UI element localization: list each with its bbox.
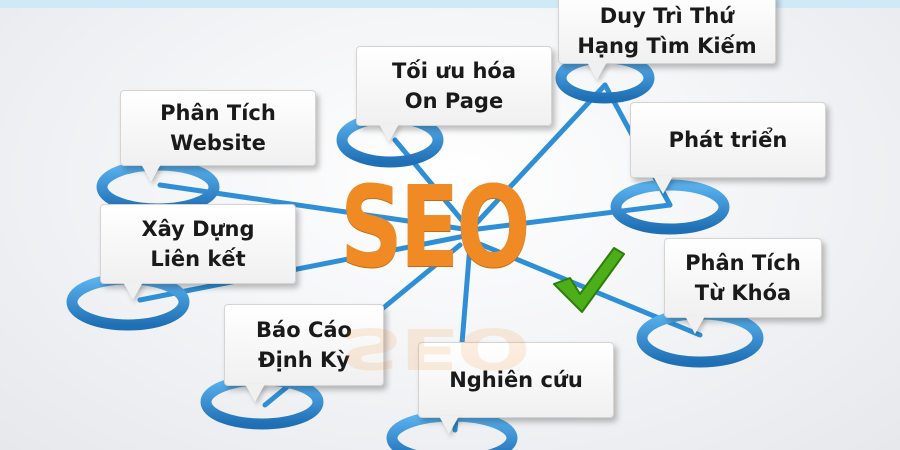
callout-tail [379,124,399,142]
connector-line [137,232,473,303]
topic-callout-toi-uu-hoa-on-page: Tối ưu hóa On Page [356,46,552,142]
topic-label: Phát triển [668,128,788,152]
topic-label: Xây Dựng Liên kết [141,217,255,271]
callout-tail [439,416,459,434]
topic-label: Duy Trì Thứ Hạng Tìm Kiếm [577,4,757,58]
top-accent-bar [0,0,900,8]
topic-callout-bao-cao-dinh-ky: Báo Cáo Định Kỳ [224,304,384,402]
seo-text: SEO [340,163,531,293]
callout-tail [685,316,705,334]
connector-line [467,202,673,233]
seo-reflection: SEO [340,315,528,381]
callout-tail [653,176,673,194]
topic-label: Tối ưu hóa On Page [391,59,517,113]
callout-tail [245,384,265,402]
topic-callout-duy-tri-thu-hang: Duy Trì Thứ Hạng Tìm Kiếm [558,0,776,80]
topic-callout-xay-dung-lien-ket: Xây Dựng Liên kết [100,204,296,300]
topic-callout-phan-tich-website: Phân Tích Website [120,90,316,182]
topic-label: Nghiên cứu [449,368,583,392]
checkmark-icon [553,247,625,313]
callout-tail [587,62,607,80]
topic-callout-phat-trien: Phát triển [630,102,826,194]
topic-label: Phân Tích Từ Khóa [685,251,801,305]
connector-line [467,82,608,233]
topic-callout-phan-tich-tu-khoa: Phân Tích Từ Khóa [664,238,822,334]
topic-label: Phân Tích Website [160,101,276,155]
seo-center-logo: SEO [340,168,600,318]
callout-tail [123,282,143,300]
topic-callout-nghien-cuu: Nghiên cứu [418,342,614,434]
callout-tail [141,164,161,182]
topic-label: Báo Cáo Định Kỳ [256,318,352,372]
